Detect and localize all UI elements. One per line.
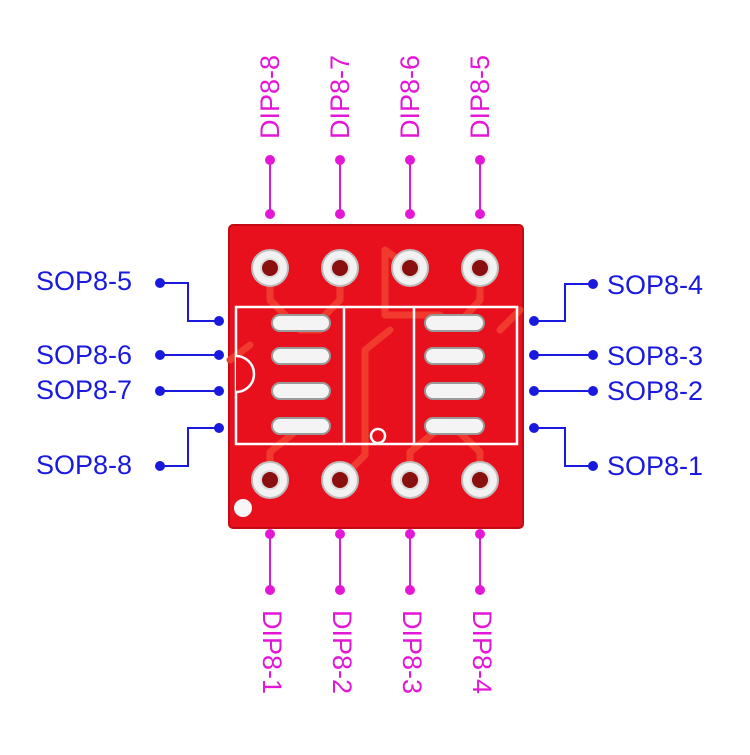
dip-hole bbox=[260, 258, 280, 278]
dip-label-bottom-1: DIP8-1 bbox=[257, 610, 287, 695]
sop-label-left-1: SOP8-5 bbox=[36, 266, 133, 296]
dip-label-top-3: DIP8-6 bbox=[395, 54, 425, 139]
sop-pad bbox=[271, 417, 331, 435]
dip-hole bbox=[330, 258, 350, 278]
dip-hole bbox=[400, 258, 420, 278]
sop-dot-left bbox=[214, 350, 224, 360]
dip-hole bbox=[260, 470, 280, 490]
pcb-substrate bbox=[228, 224, 524, 529]
sop-label-right-3: SOP8-2 bbox=[607, 376, 704, 406]
dip-dot-bottom bbox=[475, 585, 485, 595]
dip-dot-bottom bbox=[405, 529, 415, 539]
sop-pad bbox=[424, 382, 485, 400]
dip-dot-top bbox=[405, 155, 415, 165]
sop-dot-left bbox=[214, 386, 224, 396]
sop-label-right-2: SOP8-3 bbox=[607, 341, 704, 371]
sop-dot-right bbox=[529, 386, 539, 396]
dip-label-bottom-4: DIP8-4 bbox=[467, 610, 497, 695]
sop-pad bbox=[271, 382, 331, 400]
sop-dot-left bbox=[155, 278, 165, 288]
sop-dot-left bbox=[214, 316, 224, 326]
sop-label-right-4: SOP8-1 bbox=[607, 451, 704, 481]
sop-pad bbox=[271, 314, 331, 332]
dip-dot-bottom bbox=[265, 585, 275, 595]
silkscreen-notch bbox=[235, 354, 256, 394]
sop-leader-right bbox=[534, 427, 593, 467]
dip-dot-top bbox=[265, 209, 275, 219]
dip-label-bottom-2: DIP8-2 bbox=[327, 610, 357, 695]
sop-dot-left bbox=[155, 461, 165, 471]
sop8-to-dip8-adapter-board bbox=[226, 224, 524, 529]
sop-dot-right bbox=[588, 386, 598, 396]
sop-dot-right bbox=[588, 279, 598, 289]
dip-label-top-1: DIP8-8 bbox=[255, 54, 285, 139]
dip-label-top-4: DIP8-5 bbox=[465, 54, 495, 139]
sop-dot-left bbox=[155, 350, 165, 360]
dip-dot-bottom bbox=[475, 529, 485, 539]
sop-dot-right bbox=[529, 350, 539, 360]
dip-dot-top bbox=[335, 155, 345, 165]
dip-hole bbox=[470, 470, 490, 490]
sop-label-left-4: SOP8-8 bbox=[36, 450, 133, 480]
dip-hole bbox=[330, 470, 350, 490]
sop-pad bbox=[424, 314, 485, 332]
sop-label-right-1: SOP8-4 bbox=[607, 270, 704, 300]
sop-leader-left bbox=[160, 282, 219, 322]
sop-dot-left bbox=[155, 386, 165, 396]
sop-dot-right bbox=[588, 350, 598, 360]
sop-pad bbox=[271, 347, 331, 365]
corner-marker bbox=[234, 499, 252, 517]
pin1-marker bbox=[369, 427, 387, 445]
sop-dot-left bbox=[214, 423, 224, 433]
dip-dot-top bbox=[475, 155, 485, 165]
dip-hole bbox=[470, 258, 490, 278]
sop-pad bbox=[424, 347, 485, 365]
sop-dot-right bbox=[588, 461, 598, 471]
sop-dot-right bbox=[529, 423, 539, 433]
sop-label-left-3: SOP8-7 bbox=[36, 375, 133, 405]
dip-dot-top bbox=[405, 209, 415, 219]
dip-dot-bottom bbox=[335, 585, 345, 595]
sop-dot-right bbox=[529, 316, 539, 326]
dip-label-bottom-3: DIP8-3 bbox=[397, 610, 427, 695]
dip-hole bbox=[400, 470, 420, 490]
sop-label-left-2: SOP8-6 bbox=[36, 340, 133, 370]
dip-dot-top bbox=[265, 155, 275, 165]
sop-pad bbox=[424, 417, 485, 435]
dip-dot-bottom bbox=[265, 529, 275, 539]
dip-dot-top bbox=[335, 209, 345, 219]
pcb-trace bbox=[226, 341, 254, 364]
sop-leader-left bbox=[160, 427, 219, 467]
dip-dot-bottom bbox=[335, 529, 345, 539]
dip-dot-bottom bbox=[405, 585, 415, 595]
dip-dot-top bbox=[475, 209, 485, 219]
sop-leader-right bbox=[534, 283, 593, 322]
dip-label-top-2: DIP8-7 bbox=[325, 54, 355, 139]
